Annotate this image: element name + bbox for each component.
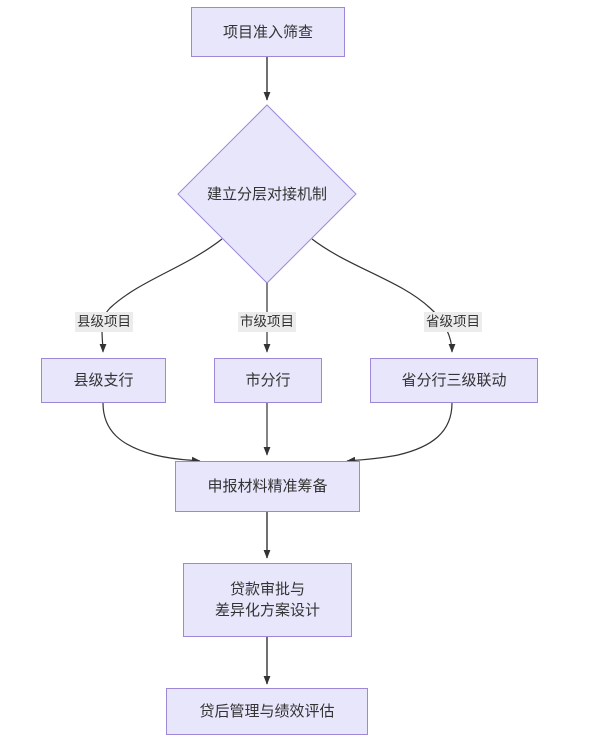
node-decision-label: 建立分层对接机制 bbox=[206, 185, 327, 203]
edge-decision-to-county bbox=[99, 238, 223, 353]
node-city-branch[interactable]: 市分行 bbox=[214, 358, 322, 403]
node-postloan[interactable]: 贷后管理与绩效评估 bbox=[166, 688, 368, 735]
node-start[interactable]: 项目准入筛查 bbox=[191, 7, 345, 57]
node-county-branch[interactable]: 县级支行 bbox=[41, 358, 166, 403]
edge-label-city-branch: 市级项目 bbox=[238, 312, 296, 332]
edge-county-to-materials bbox=[102, 402, 201, 464]
edge-label-county-branch: 县级项目 bbox=[75, 312, 133, 332]
edge-decision-to-province bbox=[311, 238, 456, 353]
node-decision[interactable]: 建立分层对接机制 bbox=[178, 105, 356, 283]
edge-province-to-materials bbox=[346, 402, 453, 464]
node-province-branch[interactable]: 省分行三级联动 bbox=[370, 358, 538, 403]
node-materials[interactable]: 申报材料精准筹备 bbox=[175, 461, 360, 512]
edge-label-province-branch: 省级项目 bbox=[424, 312, 482, 332]
node-approval[interactable]: 贷款审批与 差异化方案设计 bbox=[183, 563, 352, 637]
